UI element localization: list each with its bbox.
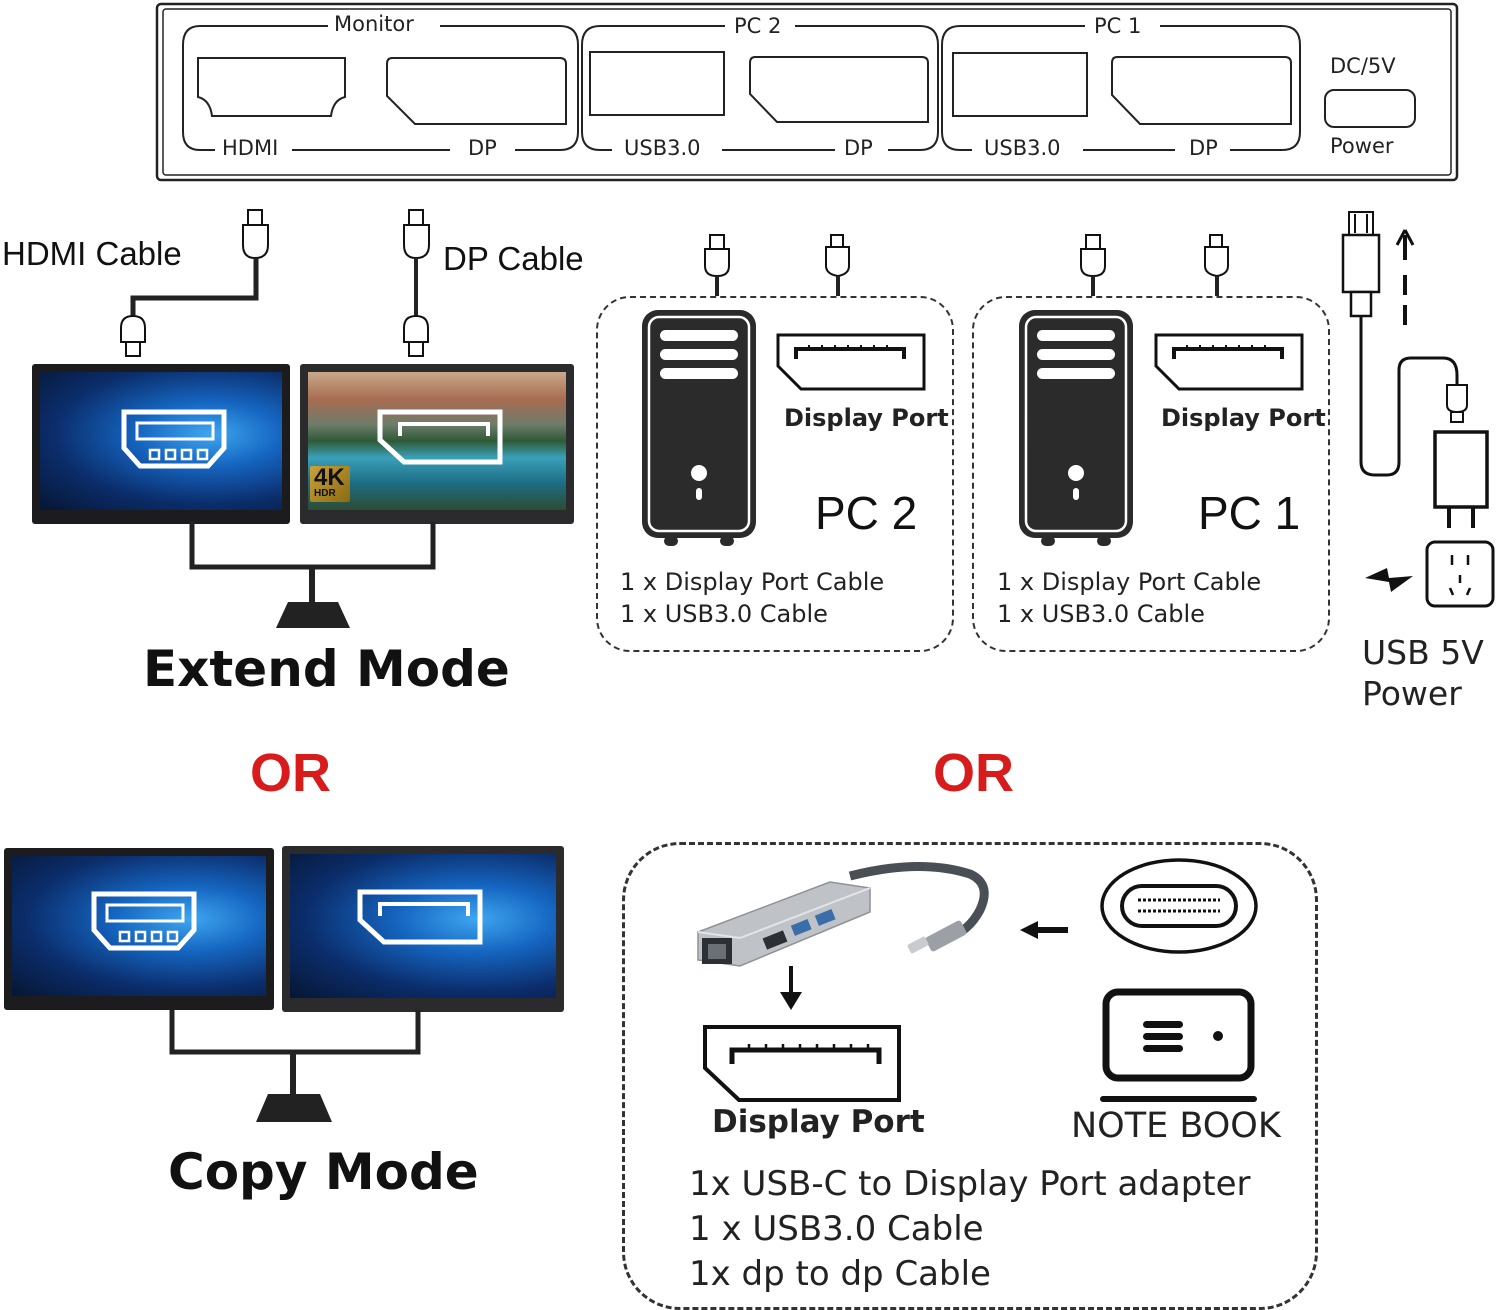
monitor-dp-extend: 4K HDR: [300, 364, 574, 524]
left-arrow-icon: [1020, 921, 1068, 939]
notebook-device-label: NOTE BOOK: [1071, 1106, 1281, 1146]
windows-desktop-screen: [12, 856, 266, 996]
requirement-item: 1 x Display Port Cable: [997, 568, 1262, 596]
port-label-pc2-dp: DP: [838, 136, 879, 160]
usb-power-adapter-icon: [1341, 211, 1495, 608]
windows-desktop-screen: [40, 372, 282, 510]
windows-desktop-screen: [290, 854, 556, 998]
port-label-pc1-dp: DP: [1183, 136, 1224, 160]
notebook-icon: [1100, 988, 1257, 1102]
usb-c-hub-adapter-icon: [697, 862, 989, 992]
usb-c-port-icon: [1100, 858, 1258, 954]
dp-cable-label: DP Cable: [443, 240, 584, 277]
or-label-left: OR: [250, 743, 331, 803]
pc1-requirements-box: [972, 296, 1330, 652]
down-arrow-icon: [780, 966, 802, 1010]
requirement-item: 1 x USB3.0 Cable: [997, 600, 1205, 628]
monitor-hdmi-extend: [32, 364, 290, 524]
notebook-requirements-box: [622, 842, 1318, 1310]
pc2-requirements-list: 1 x Display Port Cable 1 x USB3.0 Cable: [620, 566, 884, 630]
requirement-item: 1 x USB3.0 Cable: [620, 600, 828, 628]
monitor-hdmi-copy: [4, 848, 274, 1010]
notebook-dp-label: Display Port: [712, 1104, 925, 1140]
notebook-dp-port-icon: [703, 1025, 901, 1102]
requirement-item: 1 x USB3.0 Cable: [689, 1209, 984, 1249]
port-label-pc2-usb: USB3.0: [618, 136, 707, 160]
group-label-monitor: Monitor: [328, 12, 420, 36]
dp-port-icon: [377, 409, 503, 465]
or-label-right: OR: [933, 743, 1014, 803]
dual-monitor-stand: [169, 1010, 421, 1122]
monitor-dp-copy: [282, 846, 564, 1012]
extend-mode-label: Extend Mode: [143, 640, 510, 698]
copy-mode-label: Copy Mode: [168, 1143, 479, 1201]
pc1-dp-port-icon: [1154, 333, 1304, 391]
pc2-tower-icon: [642, 310, 756, 546]
port-label-hdmi: HDMI: [216, 136, 285, 160]
pc1-tower-icon: [1019, 310, 1133, 546]
group-label-pc2: PC 2: [728, 14, 788, 38]
port-label-pc1-usb: USB3.0: [978, 136, 1067, 160]
notebook-requirements-list: 1x USB-C to Display Port adapter 1 x USB…: [689, 1162, 1251, 1297]
hdmi-cable-label: HDMI Cable: [2, 235, 182, 272]
power-top-label: DC/5V: [1324, 54, 1402, 78]
pc2-requirements-box: [596, 296, 954, 652]
power-bottom-label: Power: [1324, 134, 1400, 158]
hdmi-port-icon: [91, 891, 197, 951]
hdmi-cable-icon: [120, 209, 269, 357]
pc2-name-label: PC 2: [815, 487, 918, 539]
kvm-panel-outline: [155, 2, 1459, 182]
usb-power-label: USB 5V Power: [1362, 633, 1484, 713]
requirement-item: 1x USB-C to Display Port adapter: [689, 1164, 1251, 1204]
dp-port-icon: [357, 889, 483, 945]
pc2-dp-label: Display Port: [784, 404, 949, 432]
dual-monitor-stand: [189, 522, 436, 628]
hdmi-port-icon: [121, 409, 227, 469]
pc1-name-label: PC 1: [1198, 487, 1301, 539]
port-label-monitor-dp: DP: [462, 136, 503, 160]
pc1-dp-label: Display Port: [1161, 404, 1326, 432]
dp-cable-icon: [403, 209, 430, 357]
requirement-item: 1 x Display Port Cable: [620, 568, 885, 596]
group-label-pc1: PC 1: [1088, 14, 1148, 38]
requirement-item: 1x dp to dp Cable: [689, 1254, 991, 1294]
landscape-screen: [308, 372, 566, 510]
pc-connector-cables: [704, 234, 1229, 296]
pc2-dp-port-icon: [776, 333, 926, 391]
4k-hdr-badge: 4K HDR: [310, 464, 350, 502]
pc1-requirements-list: 1 x Display Port Cable 1 x USB3.0 Cable: [997, 566, 1261, 630]
